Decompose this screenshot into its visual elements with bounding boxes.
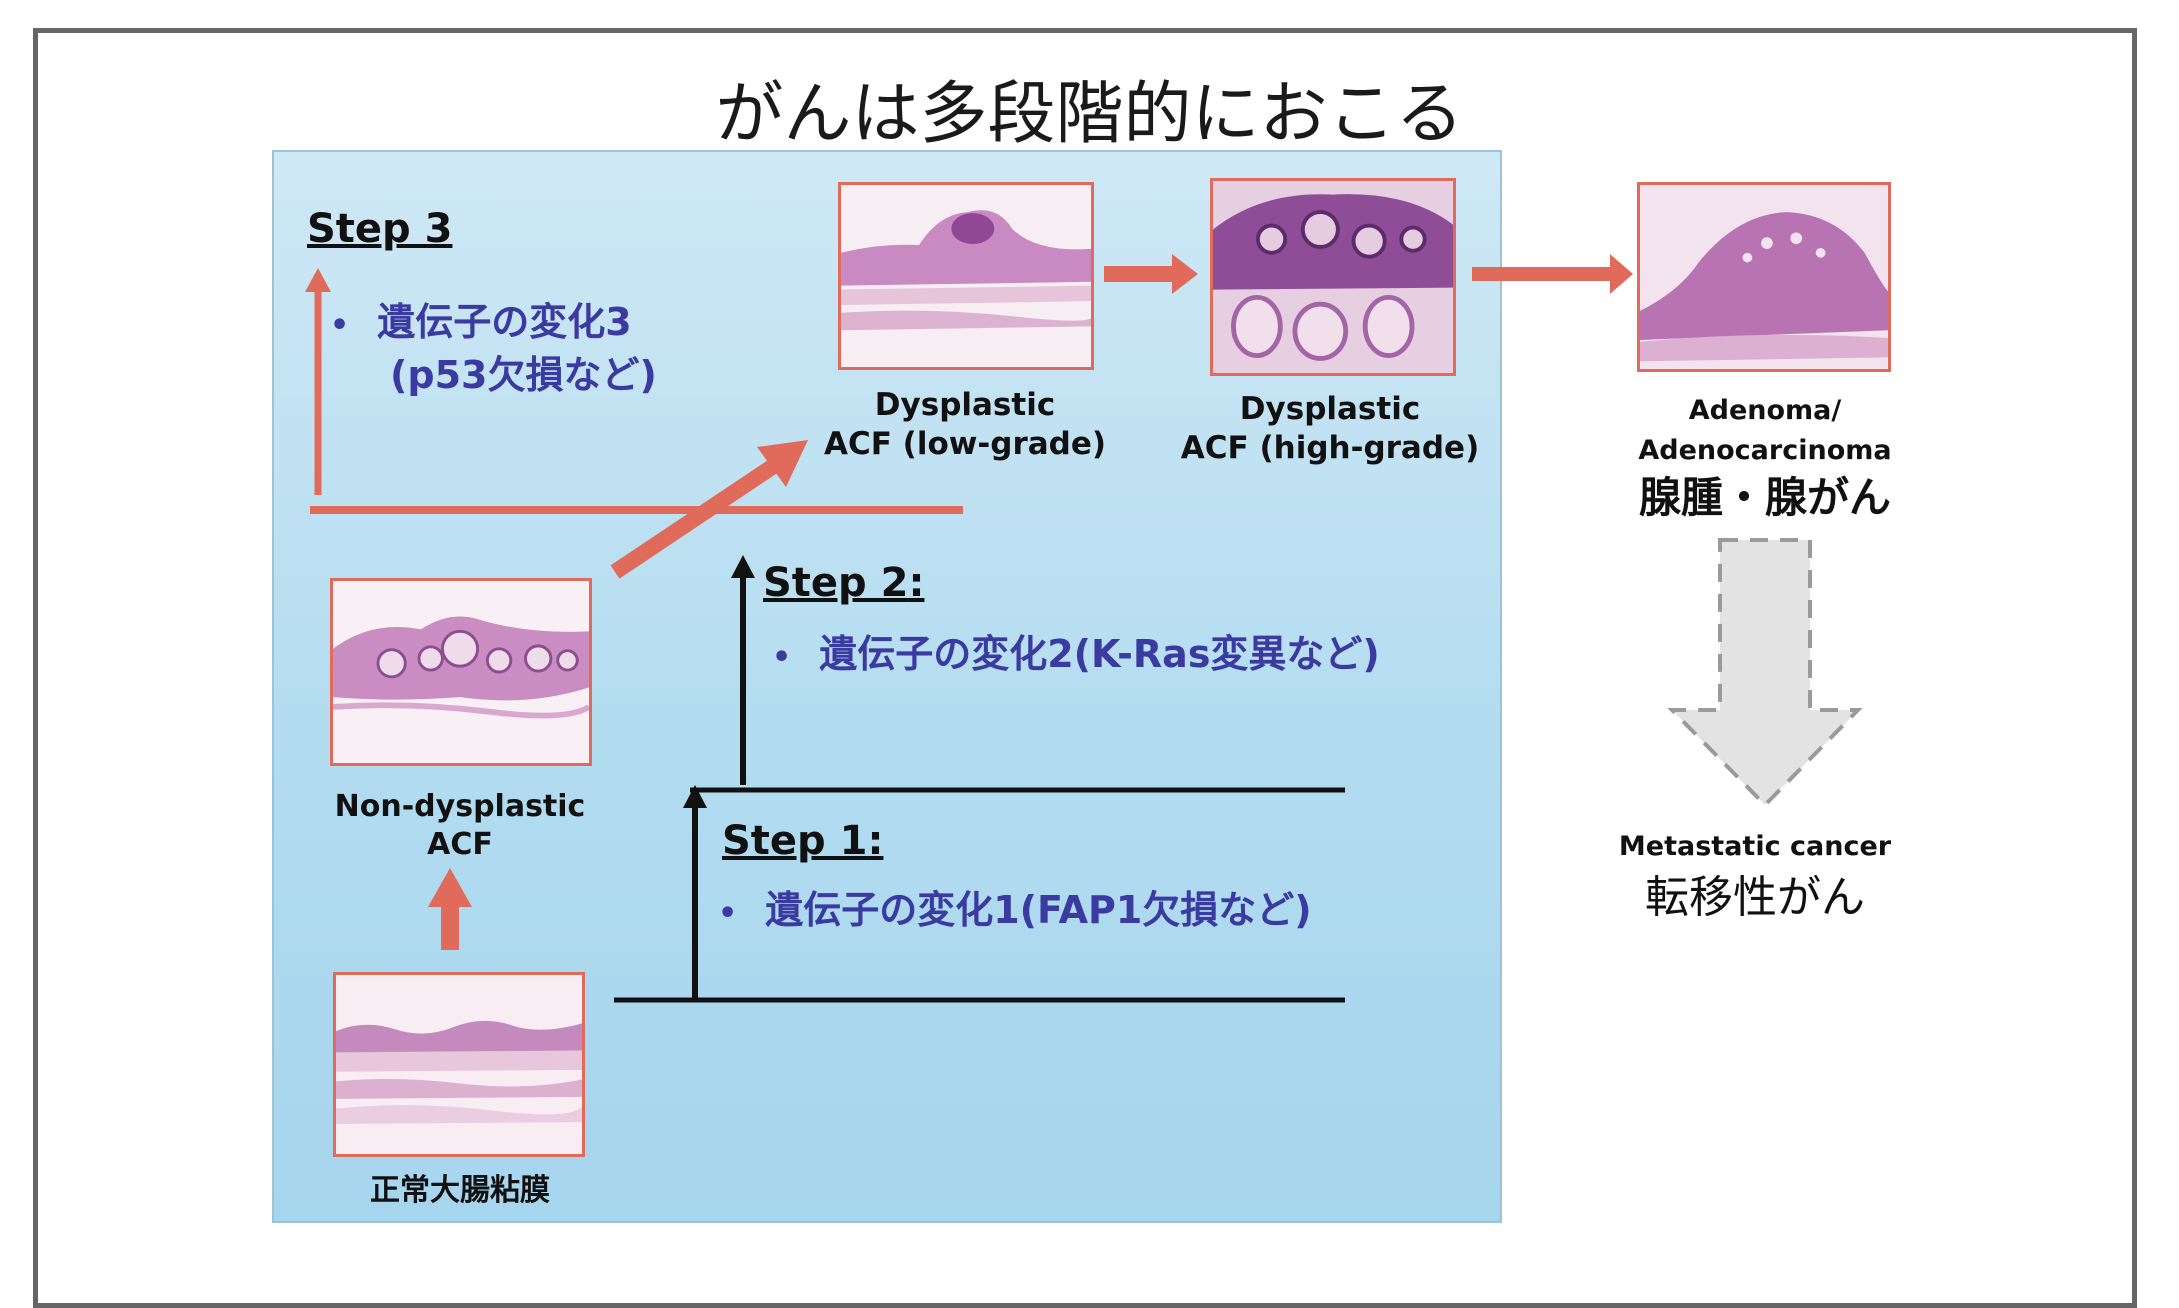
step2-heading: Step 2:: [763, 560, 924, 606]
step3-change-line1: 遺伝子の変化3: [377, 300, 631, 344]
high-grade-label-line2: ACF (high-grade): [1160, 429, 1500, 468]
normal-mucosa-image: [333, 972, 585, 1157]
low-grade-acf-label: Dysplastic ACF (low-grade): [800, 386, 1130, 464]
step1-change: • 遺伝子の変化1(FAP1欠損など): [718, 884, 1312, 937]
step1-change-text: 遺伝子の変化1(FAP1欠損など): [765, 888, 1311, 932]
step2-change: • 遺伝子の変化2(K-Ras変異など): [772, 628, 1380, 681]
step1-heading: Step 1:: [722, 818, 883, 864]
adenoma-label-line1: Adenoma/: [1590, 394, 1940, 428]
step2-title: Step 2: [763, 560, 908, 606]
normal-mucosa-label: 正常大腸粘膜: [330, 1172, 590, 1210]
step1-suffix: :: [867, 818, 883, 864]
non-dysplastic-acf-label: Non-dysplastic ACF: [300, 788, 620, 863]
low-grade-label-line2: ACF (low-grade): [800, 425, 1130, 464]
metastatic-label: Metastatic cancer 転移性がん: [1580, 830, 1930, 925]
adenoma-label-line2: Adenocarcinoma: [1590, 434, 1940, 468]
step3-bullet: •: [330, 308, 349, 343]
slide-title: がんは多段階的におこる: [0, 58, 2179, 157]
step3-change: • 遺伝子の変化3 (p53欠損など): [330, 296, 657, 402]
dysplastic-acf-low-grade-image: [838, 182, 1094, 370]
step2-suffix: :: [908, 560, 924, 606]
step3-change-line2: (p53欠損など): [330, 349, 657, 402]
dysplastic-acf-high-grade-image: [1210, 178, 1456, 376]
non-dysplastic-label-line2: ACF: [300, 826, 620, 864]
non-dysplastic-label-line1: Non-dysplastic: [300, 788, 620, 826]
step2-bullet: •: [772, 640, 791, 675]
step2-change-text: 遺伝子の変化2(K-Ras変異など): [819, 632, 1380, 676]
non-dysplastic-acf-image: [330, 578, 592, 766]
metastatic-label-en: Metastatic cancer: [1580, 830, 1930, 864]
low-grade-label-line1: Dysplastic: [800, 386, 1130, 425]
adenoma-label: Adenoma/ Adenocarcinoma 腺腫・腺がん: [1590, 394, 1940, 524]
high-grade-acf-label: Dysplastic ACF (high-grade): [1160, 390, 1500, 468]
step3-title: Step 3: [307, 206, 452, 252]
metastatic-label-jp: 転移性がん: [1580, 870, 1930, 925]
high-grade-label-line1: Dysplastic: [1160, 390, 1500, 429]
adenoma-image: [1637, 182, 1891, 372]
adenoma-label-jp: 腺腫・腺がん: [1590, 472, 1940, 525]
step1-title: Step 1: [722, 818, 867, 864]
step1-bullet: •: [718, 896, 737, 931]
